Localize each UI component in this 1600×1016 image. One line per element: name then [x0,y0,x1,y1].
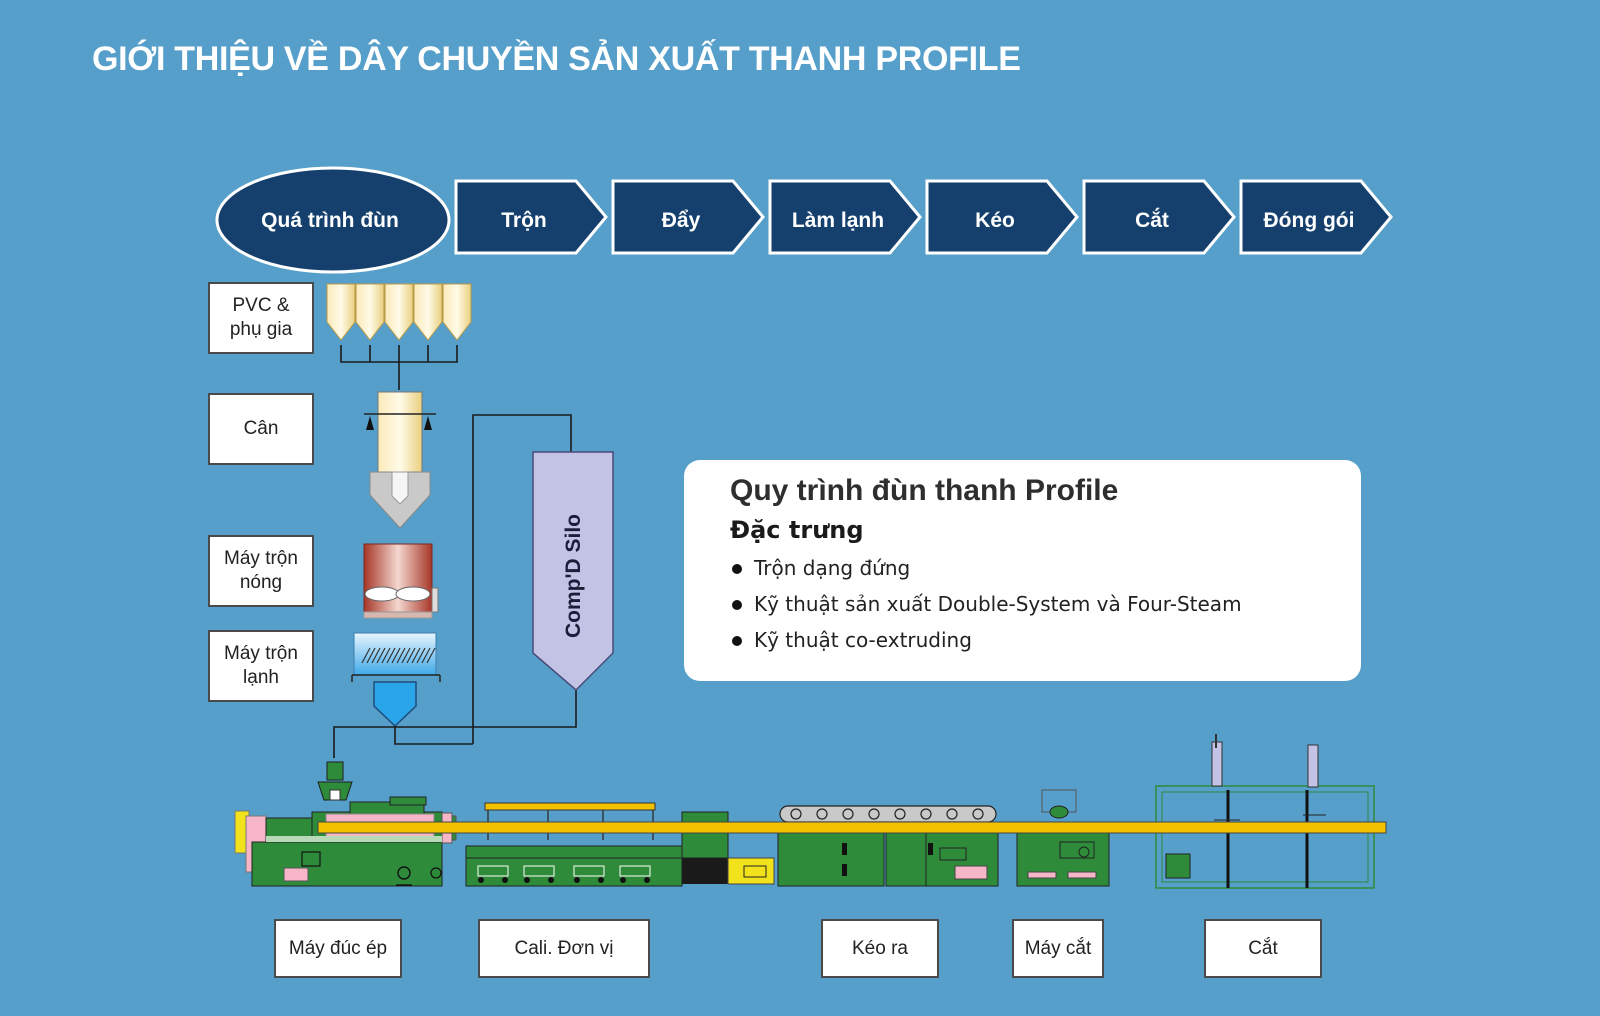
cut-label: Cắt [1204,919,1322,978]
list-item: Trộn dạng đứng [730,550,1361,586]
process-step-6: Cắt [1082,179,1236,255]
calibration-unit-label: Cali. Đơn vị [478,919,650,978]
cutting-table-icon [1155,734,1375,889]
silo-label: Comp'D Silo [562,514,585,638]
haul-off-label: Kéo ra [821,919,939,978]
funnel-icon [373,681,417,728]
pvc-additives-label: PVC & phụ gia [208,282,314,354]
feed-piping [333,414,577,758]
hot-mixer-icon [363,543,439,619]
process-step-label: Trộn [501,209,547,232]
cutter-machine-label: Máy cắt [1012,919,1104,978]
process-step-2: Trộn [454,179,608,255]
process-steps: Quá trình đùn Trộn Đẩy Làm lạnh Kéo Cắt Đóng g… [215,166,1393,274]
process-step-5: Kéo [925,179,1079,255]
haul-off-icon [777,805,999,887]
process-step-label: Quá trình đùn [261,209,399,232]
extruder-label: Máy đúc ép [274,919,402,978]
process-step-label: Làm lạnh [792,209,884,232]
list-item: Kỹ thuật sản xuất Double-System và Four-… [730,586,1361,622]
extruder-icon [234,761,457,887]
scale-label: Cân [208,393,314,465]
cold-mixer-icon [351,632,441,682]
cold-mixer-label: Máy trộn lạnh [208,630,314,702]
weigh-hopper-icon [364,391,436,529]
process-step-label: Kéo [975,209,1015,232]
silo-icon: Comp'D Silo [532,451,614,692]
process-step-1: Quá trình đùn [215,166,451,274]
process-step-3: Đẩy [611,179,765,255]
info-card-title: Quy trình đùn thanh Profile [730,474,1119,507]
process-step-7: Đóng gói [1239,179,1393,255]
calibration-table-icon [465,802,775,887]
profile-bar [317,821,1387,834]
process-step-label: Đẩy [662,209,701,232]
process-step-label: Cắt [1135,208,1169,232]
hot-mixer-label: Máy trộn nóng [208,535,314,607]
process-step-label: Đóng gói [1264,209,1355,232]
process-step-4: Làm lạnh [768,179,922,255]
list-item: Kỹ thuật co-extruding [730,622,1361,658]
saw-cutter-icon [1016,789,1110,887]
info-card-subtitle: Đặc trưng [730,516,864,544]
feature-list: Trộn dạng đứng Kỹ thuật sản xuất Double-… [730,550,1361,658]
hopper-icon [326,283,472,390]
page-title: GIỚI THIỆU VỀ DÂY CHUYỀN SẢN XUẤT THANH … [92,40,1021,78]
info-card: Quy trình đùn thanh Profile Đặc trưng Tr… [684,460,1361,681]
